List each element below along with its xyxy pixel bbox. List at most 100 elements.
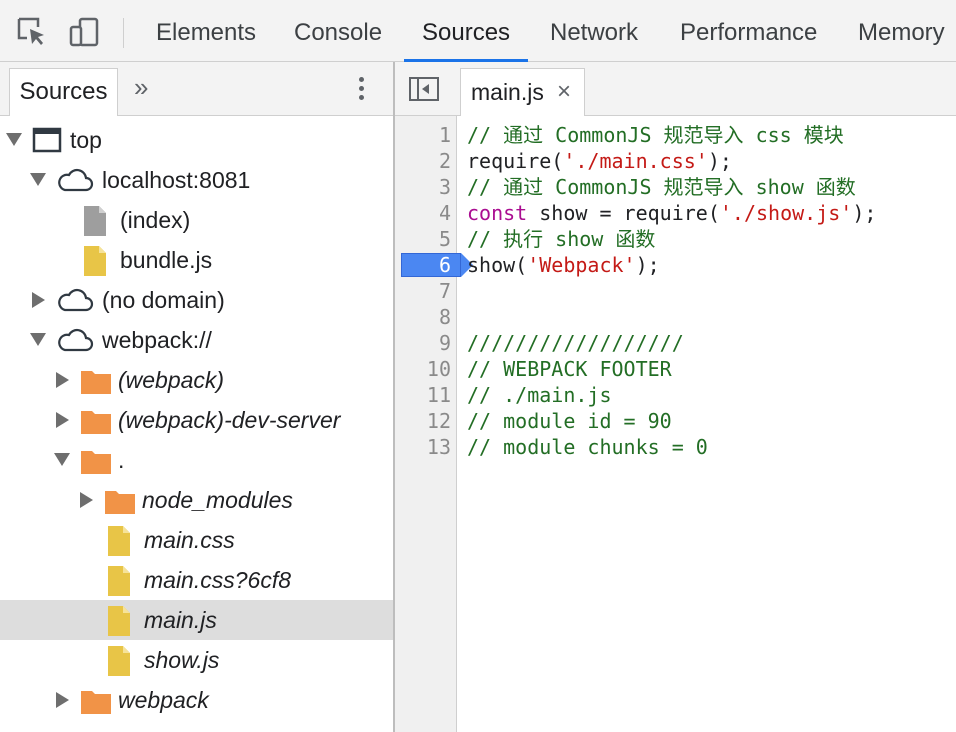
code-text: // ./main.js (467, 382, 612, 408)
code-string: './show.js' (719, 201, 853, 225)
line-number[interactable]: 6 (438, 253, 451, 277)
tree-item[interactable]: (no domain) (0, 280, 393, 320)
line-number[interactable]: 12 (426, 409, 451, 433)
tree-item[interactable]: node_modules (0, 480, 393, 520)
code-line: 12 // module id = 90 (395, 408, 956, 434)
breakpoint-marker[interactable] (401, 253, 473, 277)
expand-triangle-down-icon[interactable] (6, 133, 22, 146)
tree-item-label: (webpack)-dev-server (118, 407, 341, 433)
line-number[interactable]: 9 (438, 331, 451, 355)
code-token: show = require( (527, 201, 720, 225)
line-number[interactable]: 13 (426, 435, 451, 459)
tab-main-js[interactable]: main.js × (460, 68, 585, 116)
tree-item-label: localhost:8081 (102, 167, 251, 193)
tree-item-label: main.js (144, 607, 217, 633)
line-number-gutter[interactable] (395, 116, 457, 732)
tree-item[interactable]: . (0, 440, 393, 480)
tree-item[interactable]: main.css?6cf8 (0, 560, 393, 600)
tree-item-label: bundle.js (120, 247, 213, 273)
expand-triangle-right-icon[interactable] (56, 372, 69, 388)
kebab-menu-icon[interactable] (350, 74, 372, 104)
code-text: show('Webpack'); (467, 252, 660, 278)
code-token: ); (635, 253, 660, 277)
code-text: // 通过 CommonJS 规范导入 show 函数 (467, 174, 856, 200)
tree-item[interactable]: main.js (0, 600, 393, 640)
expand-triangle-right-icon[interactable] (56, 412, 69, 428)
code-line: 5 // 执行 show 函数 (395, 226, 956, 252)
inspect-element-icon[interactable] (16, 16, 48, 48)
tree-item[interactable]: (index) (0, 200, 393, 240)
expand-triangle-down-icon[interactable] (30, 173, 46, 186)
script-file-icon (106, 525, 132, 562)
tab-console[interactable]: Console (294, 19, 383, 46)
folder-icon (80, 447, 112, 480)
document-icon (82, 205, 108, 242)
line-number[interactable]: 11 (426, 383, 451, 407)
tab-sources-page[interactable]: Sources (9, 68, 118, 116)
line-number[interactable]: 3 (438, 175, 451, 199)
close-icon[interactable]: × (557, 78, 572, 105)
code-line: 9 ////////////////// (395, 330, 956, 356)
cloud-icon (56, 285, 94, 320)
tree-item-label: node_modules (142, 487, 293, 513)
device-toolbar-icon[interactable] (68, 16, 100, 48)
script-file-icon (106, 645, 132, 682)
tree-item[interactable]: (webpack)-dev-server (0, 400, 393, 440)
line-number[interactable]: 4 (438, 201, 451, 225)
expand-triangle-right-icon[interactable] (32, 292, 45, 308)
expand-triangle-down-icon[interactable] (54, 453, 70, 466)
tree-item[interactable]: bundle.js (0, 240, 393, 280)
tree-item-label: main.css?6cf8 (144, 567, 292, 593)
code-text: require('./main.css'); (467, 148, 732, 174)
code-comment: // 执行 show 函数 (467, 227, 656, 251)
expand-triangle-down-icon[interactable] (30, 333, 46, 346)
code-line: 3 // 通过 CommonJS 规范导入 show 函数 (395, 174, 956, 200)
devtools-toolbar: Elements Console Sources Network Performance… (0, 0, 956, 63)
code-token: ); (852, 201, 877, 225)
line-number[interactable]: 5 (438, 227, 451, 251)
tree-item[interactable]: webpack (0, 680, 393, 720)
tree-item[interactable]: main.css (0, 520, 393, 560)
line-number[interactable]: 8 (438, 305, 451, 329)
toggle-navigator-icon[interactable] (409, 77, 439, 101)
line-number[interactable]: 7 (438, 279, 451, 303)
tree-item-label: webpack (118, 687, 209, 713)
tab-performance[interactable]: Performance (680, 19, 818, 46)
more-tabs-chevron-icon[interactable]: » (134, 72, 149, 102)
tree-item[interactable]: webpack:// (0, 320, 393, 360)
panel-splitter[interactable] (393, 62, 395, 732)
tab-sources[interactable]: Sources (404, 0, 529, 63)
tree-item[interactable]: (webpack) (0, 360, 393, 400)
code-line: 10 // WEBPACK FOOTER (395, 356, 956, 382)
line-number[interactable]: 1 (438, 123, 451, 147)
code-text: // module chunks = 0 (467, 434, 708, 460)
script-file-icon (82, 245, 108, 282)
tree-item-label: (no domain) (102, 287, 225, 313)
toolbar-separator (123, 18, 124, 48)
code-line: 2 require('./main.css'); (395, 148, 956, 174)
line-number[interactable]: 10 (426, 357, 451, 381)
code-text: // module id = 90 (467, 408, 672, 434)
code-comment: // 通过 CommonJS 规范导入 show 函数 (467, 175, 856, 199)
tree-item[interactable]: show.js (0, 640, 393, 680)
folder-icon (80, 367, 112, 400)
tree-item[interactable]: top (0, 120, 393, 160)
folder-icon (80, 687, 112, 720)
tree-item-label: top (70, 127, 102, 153)
tree-item-label: (webpack) (118, 367, 225, 393)
tab-memory[interactable]: Memory (858, 19, 945, 46)
cloud-icon (56, 325, 94, 360)
navigator-header: Sources » (0, 62, 393, 116)
code-text: ////////////////// (467, 330, 684, 356)
line-number[interactable]: 2 (438, 149, 451, 173)
code-line: 6 show('Webpack'); (395, 252, 956, 278)
code-text: // WEBPACK FOOTER (467, 356, 672, 382)
tab-elements[interactable]: Elements (156, 19, 257, 46)
tab-network[interactable]: Network (550, 19, 639, 46)
tree-item[interactable]: localhost:8081 (0, 160, 393, 200)
expand-triangle-right-icon[interactable] (80, 492, 93, 508)
expand-triangle-right-icon[interactable] (56, 692, 69, 708)
tree-item-label: webpack:// (102, 327, 212, 353)
